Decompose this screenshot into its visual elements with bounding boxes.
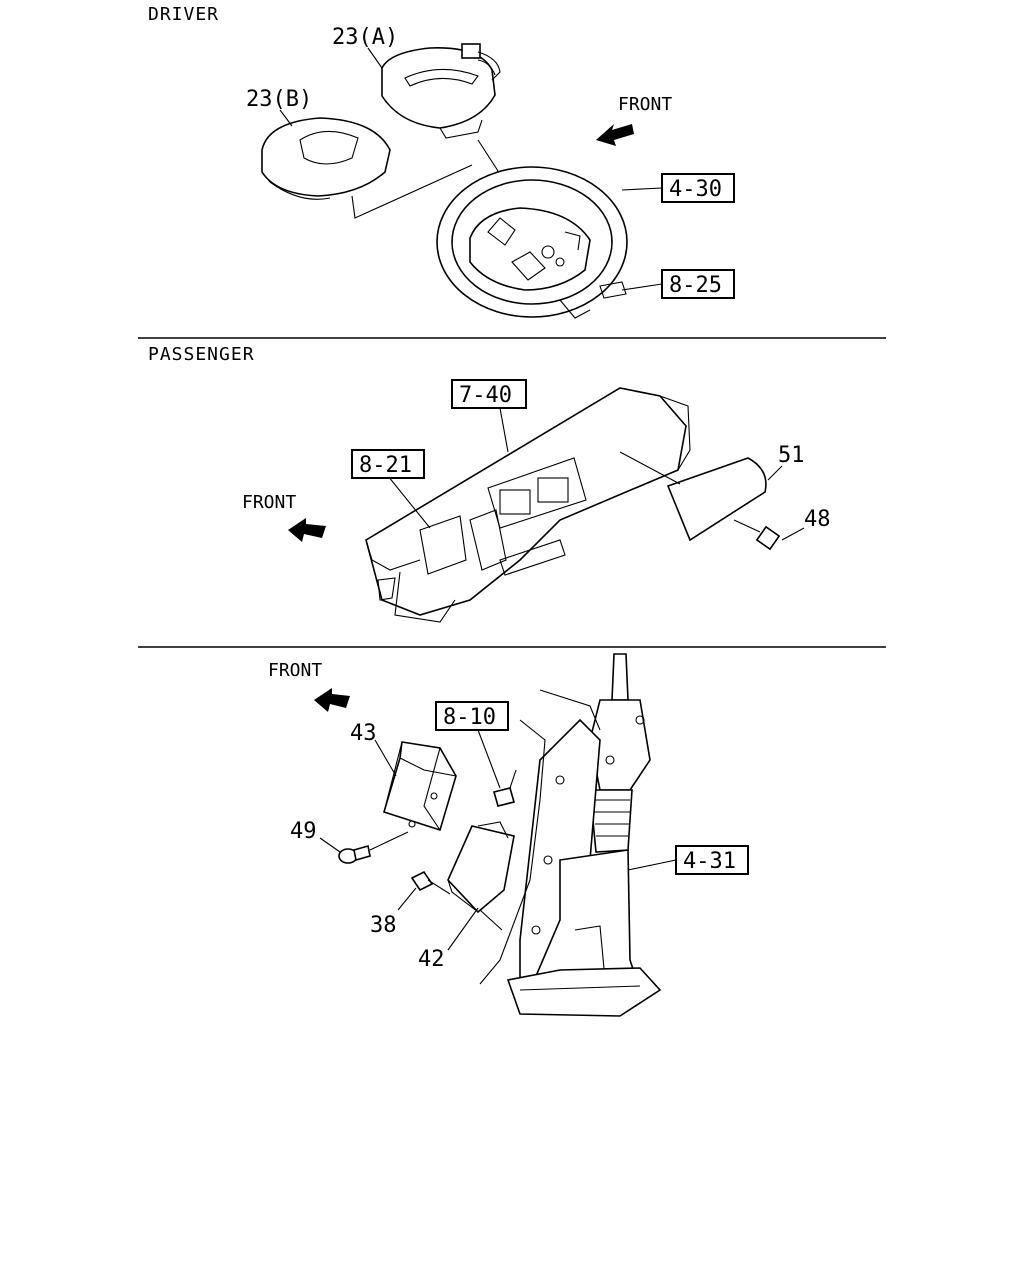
column-section: FRONT: [268, 653, 749, 1017]
ref-box-4-31[interactable]: 4-31: [675, 845, 749, 875]
passenger-section-title: PASSENGER: [148, 344, 255, 365]
connector-8-10: [493, 787, 515, 807]
bracket-43: [383, 741, 457, 832]
ref-box-4-30[interactable]: 4-30: [661, 173, 735, 203]
ref-4-30-text: 4-30: [669, 177, 722, 202]
bolt-48: [733, 519, 805, 551]
label-23b: 23(B): [246, 87, 312, 112]
ref-8-10-text: 8-10: [443, 705, 496, 730]
passenger-front-label: FRONT: [242, 492, 296, 513]
driver-airbag-module-a: [381, 43, 501, 139]
label-42: 42: [418, 947, 445, 972]
ref-8-25-text: 8-25: [669, 273, 722, 298]
steering-wheel: [436, 166, 628, 319]
ref-box-7-40[interactable]: 7-40: [451, 379, 527, 409]
passenger-front-arrow: [288, 518, 326, 542]
label-49: 49: [290, 819, 317, 844]
label-38: 38: [370, 913, 397, 938]
ref-7-40-text: 7-40: [459, 383, 512, 408]
passenger-airbag-panel: [666, 457, 767, 542]
column-front-arrow: [314, 688, 350, 712]
column-front-label: FRONT: [268, 660, 322, 681]
ref-box-8-21[interactable]: 8-21: [351, 449, 425, 479]
airbag-control-module-42: [447, 821, 515, 914]
label-48: 48: [804, 507, 831, 532]
driver-airbag-module-b: [261, 117, 391, 200]
ref-4-31-text: 4-31: [683, 849, 736, 874]
driver-section-title: DRIVER: [148, 4, 219, 25]
instrument-panel: [365, 387, 691, 623]
driver-front-label: FRONT: [618, 94, 672, 115]
ref-8-21-text: 8-21: [359, 453, 412, 478]
ref-box-8-25[interactable]: 8-25: [661, 269, 735, 299]
bolt-38: [410, 870, 451, 895]
label-23a: 23(A): [332, 25, 398, 50]
steering-column: [479, 653, 662, 1017]
ref-box-8-10[interactable]: 8-10: [435, 701, 509, 731]
label-43: 43: [350, 721, 377, 746]
screw-49: [338, 831, 409, 864]
driver-section: DRIVER: [148, 4, 735, 319]
passenger-section: PASSENGER FRONT 51: [148, 344, 831, 623]
driver-front-arrow: [596, 124, 634, 146]
label-51: 51: [778, 443, 805, 468]
